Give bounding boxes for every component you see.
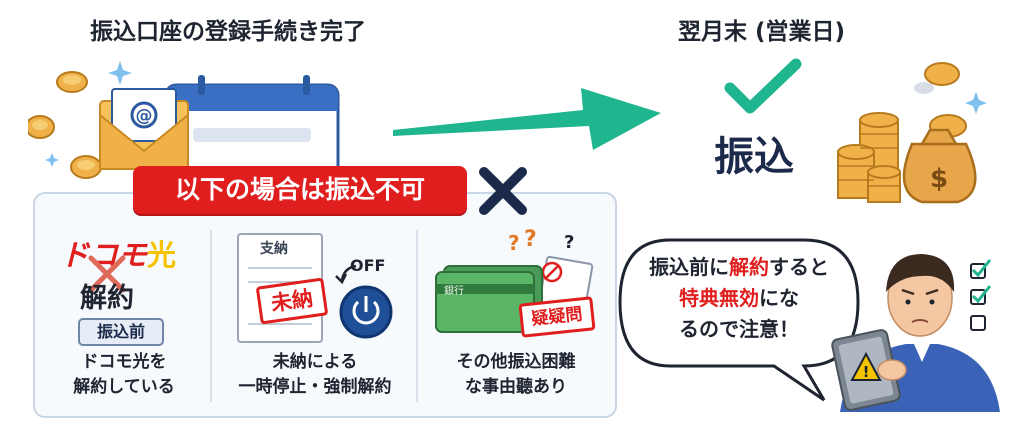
- brand-hikari: 光: [147, 238, 177, 272]
- left-title: 振込口座の登録手続き完了: [90, 19, 366, 45]
- right-title: 翌月末 (営業日): [678, 19, 846, 45]
- invoice-label: 支納: [260, 241, 288, 257]
- case1-caption: ドコモ光を 解約している: [44, 350, 204, 400]
- caption-line: 未納による: [272, 352, 358, 372]
- message-line: 特典無効にな: [679, 286, 799, 310]
- sparkle-icon: [965, 92, 987, 114]
- bank-label: 銀行: [444, 286, 464, 297]
- svg-text:$: $: [930, 164, 948, 194]
- check-icon: [724, 58, 802, 114]
- warning-icon: !: [850, 351, 882, 381]
- case2-caption: 未納による 一時停止・強制解約: [222, 350, 408, 400]
- svg-text:!: !: [863, 363, 870, 381]
- brand-docomo: ドコモ: [60, 238, 148, 272]
- speech-bubble-shape: [618, 238, 860, 402]
- mail-icon: @: [99, 88, 189, 170]
- off-label: OFF: [350, 256, 386, 275]
- money-bag-icon: $: [902, 128, 977, 204]
- timeline-arrow: [393, 88, 661, 150]
- not-eligible-banner: 以下の場合は振込不可: [133, 166, 467, 214]
- svg-text:@: @: [136, 106, 153, 126]
- caption-line: ドコモ光を: [81, 352, 167, 372]
- divider: [210, 230, 212, 402]
- caption-line: 解約している: [73, 377, 175, 397]
- message-line: 振込前に解約すると: [649, 255, 829, 279]
- case3-caption: その他振込困難 な事由聽あり: [424, 350, 608, 400]
- svg-text:?: ?: [564, 232, 574, 253]
- caption-line: な事由聽あり: [465, 377, 567, 397]
- coin-icon: [28, 71, 102, 179]
- message-line: るので注意！: [679, 317, 799, 341]
- caption-line: その他振込困難: [456, 352, 576, 372]
- money-illustration: $: [837, 62, 987, 204]
- cancel-label: 解約: [80, 283, 134, 314]
- warning-message: 振込前に解約すると 特典無効にな るので注意！: [622, 252, 856, 345]
- transfer-label: 振込: [714, 134, 794, 180]
- sparkle-icon: [45, 61, 132, 167]
- coin-icon: [837, 62, 967, 203]
- question-icon: ? ? ?: [508, 228, 574, 255]
- power-icon: [335, 264, 393, 339]
- person-illustration: !: [831, 254, 1000, 412]
- bank-card-icon: [435, 265, 543, 333]
- caption-line: 一時停止・強制解約: [238, 377, 392, 397]
- svg-text:?: ?: [508, 231, 520, 255]
- before-transfer-tag: 振込前: [78, 318, 164, 346]
- divider: [416, 230, 418, 402]
- docomo-hikari-logo: ドコモ光: [60, 232, 176, 274]
- checklist-icon: [970, 259, 992, 331]
- svg-text:?: ?: [524, 228, 537, 252]
- cross-icon: [479, 167, 527, 215]
- cross-icon: [88, 255, 126, 293]
